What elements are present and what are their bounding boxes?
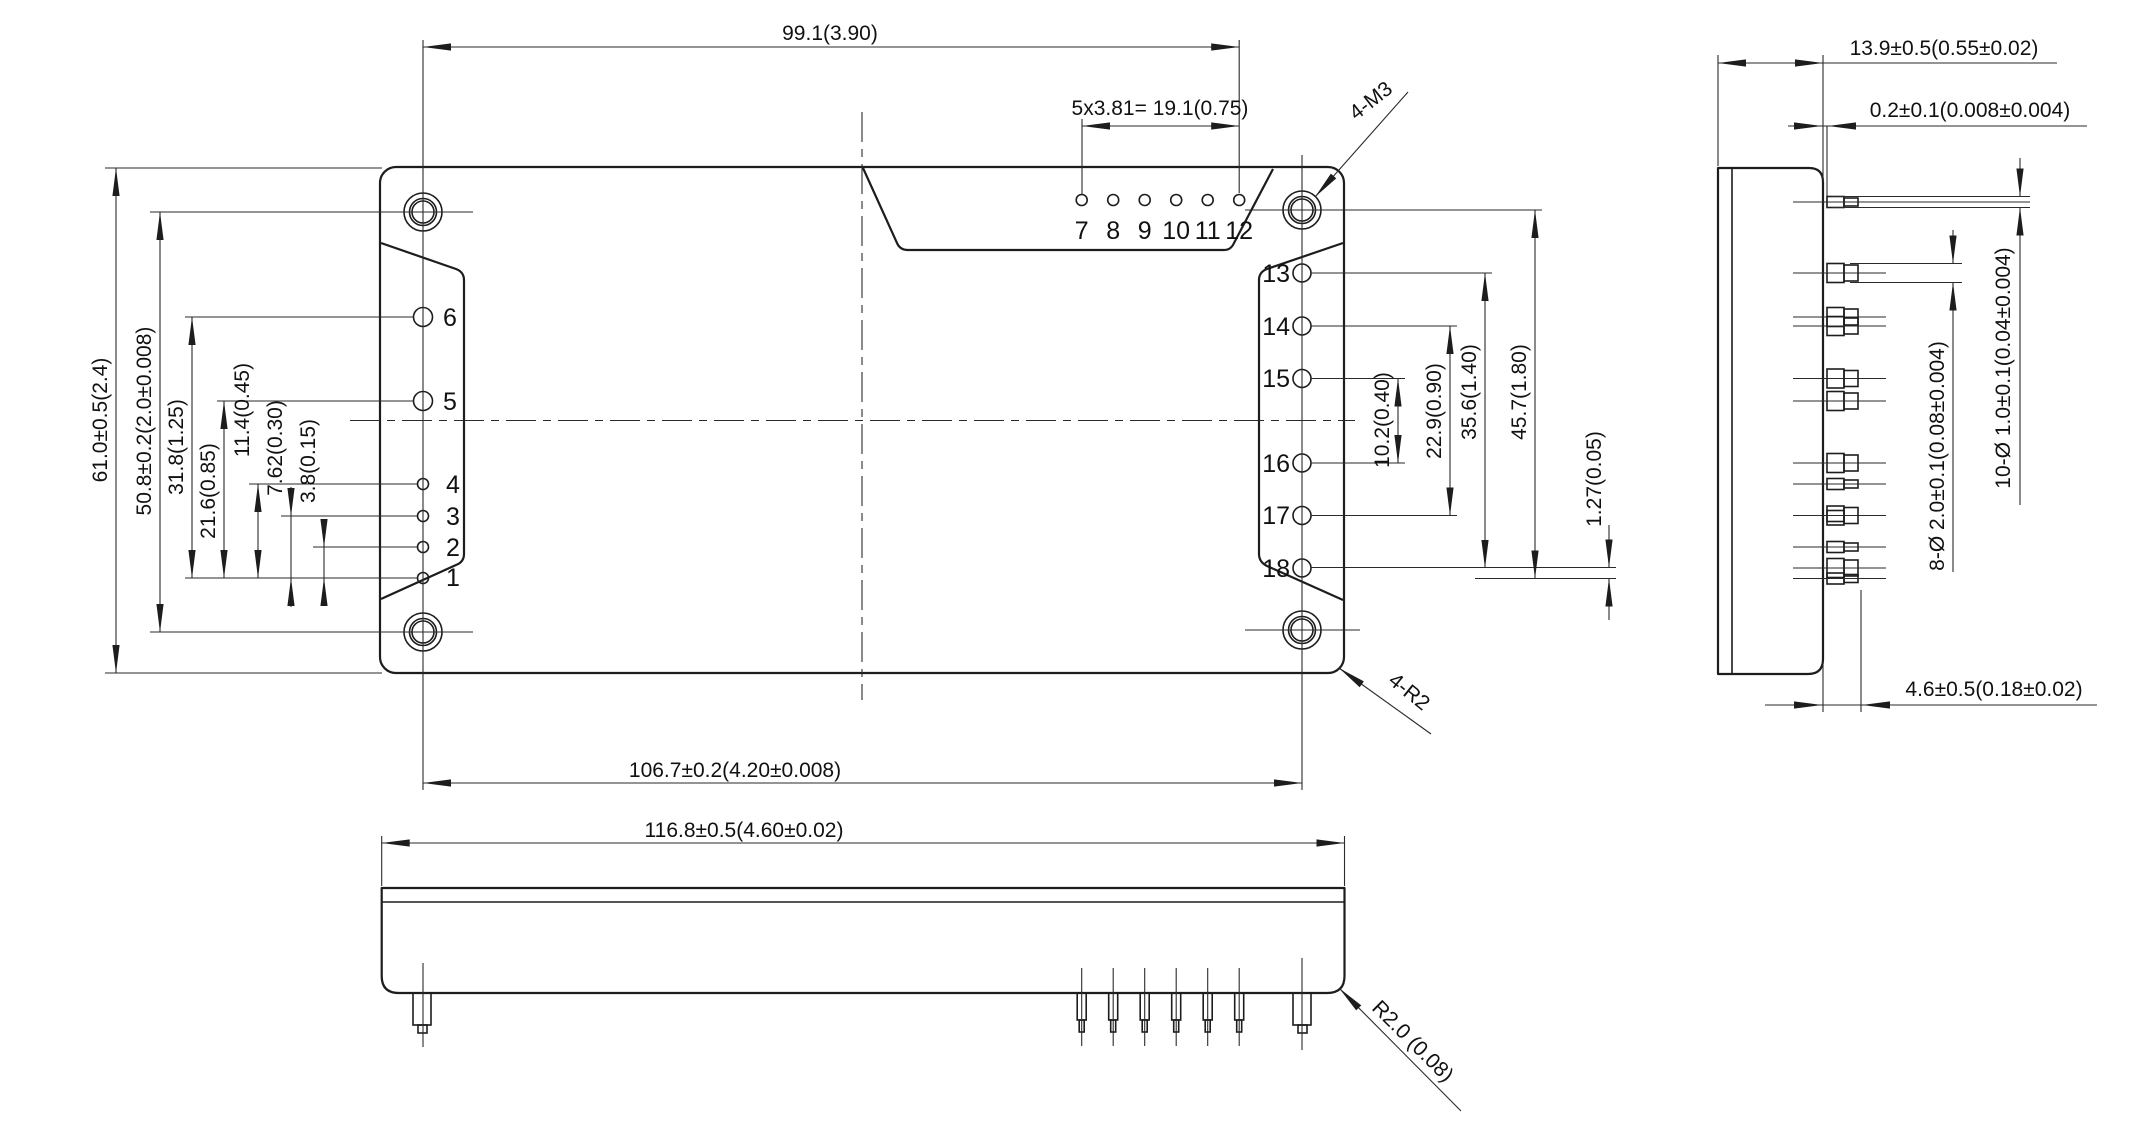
pin-label-8: 8 xyxy=(1106,217,1120,245)
pins-top xyxy=(1075,193,1246,207)
dim-r2-0: R2.0 (0.08) xyxy=(1367,996,1458,1087)
dim-22-9: 22.9(0.90) xyxy=(1423,363,1446,459)
dim-4-m3: 4-M3 xyxy=(1345,77,1397,125)
dim-3-8: 3.8(0.15) xyxy=(297,419,320,503)
pin-label-9: 9 xyxy=(1138,217,1152,245)
pin-label-10: 10 xyxy=(1162,217,1190,245)
dim-10-dia: 10-Ø 1.0±0.1(0.04±0.004) xyxy=(1992,247,2015,488)
dim-35-6: 35.6(1.40) xyxy=(1458,344,1481,440)
dim-4-6: 4.6±0.5(0.18±0.02) xyxy=(1905,678,2082,701)
left-notch xyxy=(380,241,466,601)
pin-label-18: 18 xyxy=(1262,555,1290,583)
extension-lines xyxy=(105,40,1616,790)
pin-label-13: 13 xyxy=(1262,260,1290,288)
dim-11-4: 11.4(0.45) xyxy=(231,363,254,457)
pin-label-6: 6 xyxy=(443,304,457,332)
dimension-lines xyxy=(112,43,1613,787)
bottom-view: 116.8±0.5(4.60±0.02) R2.0 (0.08) xyxy=(380,819,1462,1112)
dim-106-7: 106.7±0.2(4.20±0.008) xyxy=(629,759,841,782)
dim-10-2: 10.2(0.40) xyxy=(1371,372,1394,468)
top-view: 1 2 3 4 5 6 7 8 9 10 11 12 13 14 15 16 1… xyxy=(89,22,1616,790)
pin-label-3: 3 xyxy=(446,503,460,531)
bottom-body-outline xyxy=(380,886,1346,995)
bottom-view-pins xyxy=(412,958,1312,1050)
side-view-pins xyxy=(1793,195,2030,585)
dim-0-2: 0.2±0.1(0.008±0.004) xyxy=(1870,99,2071,122)
pin-label-12: 12 xyxy=(1225,217,1253,245)
dim-116-8: 116.8±0.5(4.60±0.02) xyxy=(645,819,844,842)
dim-61-0: 61.0±0.5(2.4) xyxy=(89,358,112,483)
pin-label-15: 15 xyxy=(1262,365,1290,393)
dim-31-8: 31.8(1.25) xyxy=(165,399,188,495)
r20-leader xyxy=(1338,987,1462,1112)
pin-label-17: 17 xyxy=(1262,502,1290,530)
dim-8-dia: 8-Ø 2.0±0.1(0.08±0.004) xyxy=(1926,341,1949,571)
pin-label-16: 16 xyxy=(1262,450,1290,478)
m3-leader xyxy=(1314,91,1409,198)
pin-label-5: 5 xyxy=(443,388,457,416)
pin-label-1: 1 xyxy=(446,564,460,592)
side-view: 13.9±0.5(0.55±0.02) 0.2±0.1(0.008±0.004)… xyxy=(1716,37,2097,712)
pin-label-11: 11 xyxy=(1195,217,1221,245)
dim-50-8: 50.8±0.2(2.0±0.008) xyxy=(133,327,156,516)
r2-leader xyxy=(1338,667,1432,735)
dim-21-6: 21.6(0.85) xyxy=(197,443,220,539)
dim-4-r2: 4-R2 xyxy=(1384,669,1434,716)
pin-label-14: 14 xyxy=(1262,313,1290,341)
dim-45-7: 45.7(1.80) xyxy=(1508,344,1531,440)
dim-pitch-top: 5x3.81= 19.1(0.75) xyxy=(1072,97,1249,120)
side-body-outline xyxy=(1716,166,1825,676)
dim-99-1: 99.1(3.90) xyxy=(782,22,878,45)
pin-label-7: 7 xyxy=(1075,217,1089,245)
dim-1-27: 1.27(0.05) xyxy=(1583,431,1606,527)
pin-label-2: 2 xyxy=(446,534,460,562)
right-notch xyxy=(1257,241,1344,602)
top-notch xyxy=(861,167,1274,252)
dim-13-9: 13.9±0.5(0.55±0.02) xyxy=(1850,37,2039,60)
dim-7-62: 7.62(0.30) xyxy=(264,400,287,496)
pin-label-4: 4 xyxy=(446,471,460,499)
